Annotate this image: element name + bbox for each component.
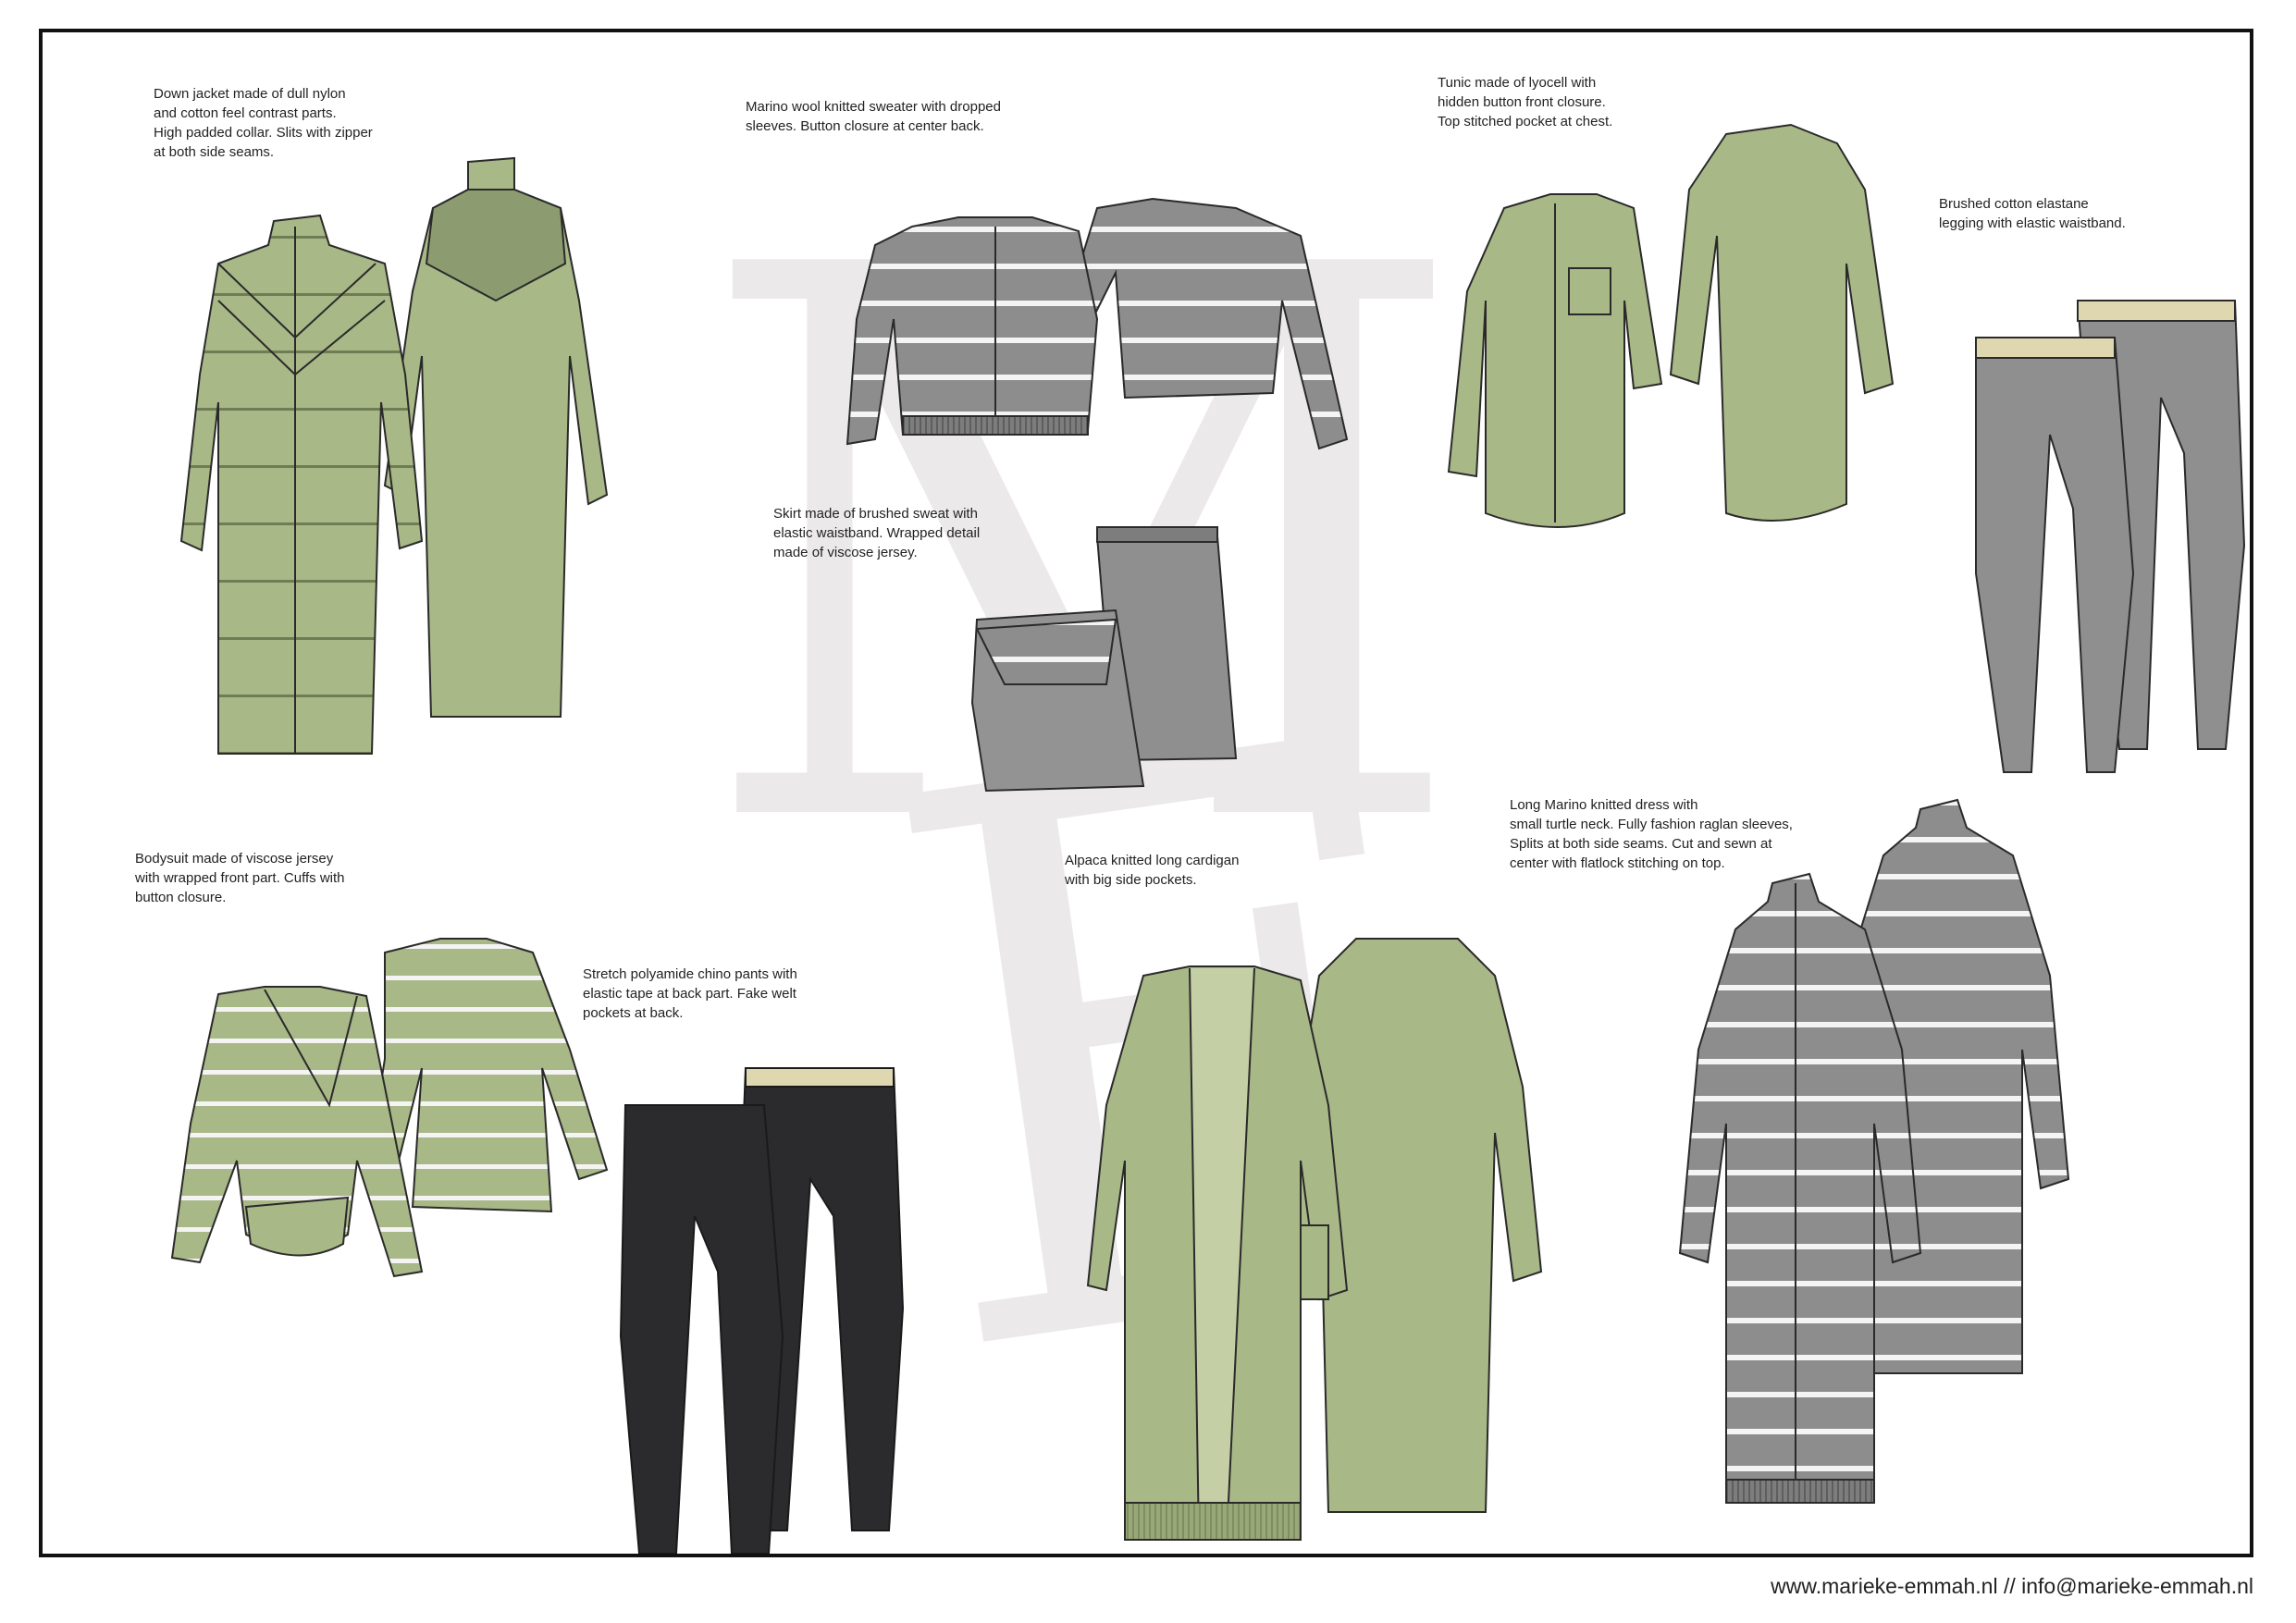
sweater-sketch	[846, 197, 1349, 450]
caption-cardigan: Alpaca knitted long cardigan with big si…	[1065, 853, 1240, 888]
caption-down-jacket: Down jacket made of dull nylon and cotto…	[154, 86, 373, 160]
down-jacket-sketch	[179, 156, 609, 755]
caption-bodysuit: Bodysuit made of viscose jersey with wra…	[135, 851, 345, 905]
skirt-sketch	[970, 526, 1238, 793]
chino-pants-sketch	[619, 1067, 905, 1554]
cardigan-sketch	[1086, 938, 1543, 1541]
caption-sweater: Marino wool knitted sweater with dropped…	[746, 99, 1001, 134]
knit-dress-sketch	[1678, 798, 2070, 1504]
caption-knit-dress: Long Marino knitted dress with small tur…	[1510, 797, 1793, 871]
page-frame: M E Down jacket made of dull nylon and c…	[39, 29, 2253, 1557]
caption-chino-pants: Stretch polyamide chino pants with elast…	[583, 966, 797, 1021]
bodysuit-sketch	[170, 938, 609, 1278]
caption-legging: Brushed cotton elastane legging with ela…	[1939, 196, 2126, 231]
caption-tunic: Tunic made of lyocell with hidden button…	[1438, 75, 1613, 129]
legging-sketch	[1975, 300, 2246, 773]
footer-contact: www.marieke-emmah.nl // info@marieke-emm…	[1771, 1574, 2253, 1598]
caption-skirt: Skirt made of brushed sweat with elastic…	[773, 506, 981, 560]
tunic-sketch	[1447, 123, 1895, 528]
